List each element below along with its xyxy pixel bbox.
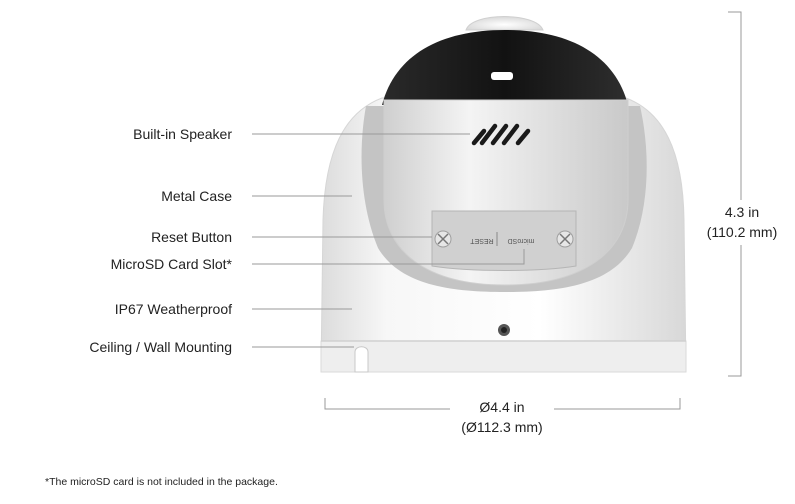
height-millimeters: (110.2 mm) — [706, 224, 778, 240]
height-dimension-label: 4.3 in (110.2 mm) — [700, 202, 784, 242]
weatherproof-screw — [498, 324, 510, 336]
callout-reset-button: Reset Button — [151, 229, 232, 245]
height-inches: 4.3 in — [724, 204, 760, 220]
panel-reset-text: RESET — [470, 237, 494, 244]
speaker-grille — [471, 123, 531, 146]
lens-glass — [465, 16, 544, 31]
width-dimension-line — [324, 398, 681, 410]
height-dimension-line — [728, 11, 742, 377]
panel-microsd-text: microSD — [508, 237, 535, 244]
callout-ceiling-wall-mounting: Ceiling / Wall Mounting — [89, 339, 232, 355]
microsd-leader-line — [252, 249, 525, 265]
diameter-millimeters: (Ø112.3 mm) — [461, 419, 543, 435]
callout-lines — [252, 133, 525, 348]
diameter-inches: Ø4.4 in — [479, 399, 525, 415]
access-panel — [431, 210, 577, 271]
callout-microsd-slot: MicroSD Card Slot* — [110, 256, 232, 272]
footnote: *The microSD card is not included in the… — [45, 476, 278, 488]
base-ring — [320, 340, 687, 373]
reset-screw-right — [556, 230, 574, 248]
sensor-slot — [491, 72, 513, 80]
callout-metal-case: Metal Case — [161, 188, 232, 204]
callout-ip67-weatherproof: IP67 Weatherproof — [114, 301, 232, 317]
reset-screw-left — [434, 230, 452, 248]
callout-built-in-speaker: Built-in Speaker — [133, 126, 232, 142]
camera-illustration: RESET microSD — [320, 16, 687, 373]
mounting-notch — [354, 346, 369, 373]
diameter-dimension-label: Ø4.4 in (Ø112.3 mm) — [452, 397, 552, 437]
camera-dome — [382, 30, 628, 105]
